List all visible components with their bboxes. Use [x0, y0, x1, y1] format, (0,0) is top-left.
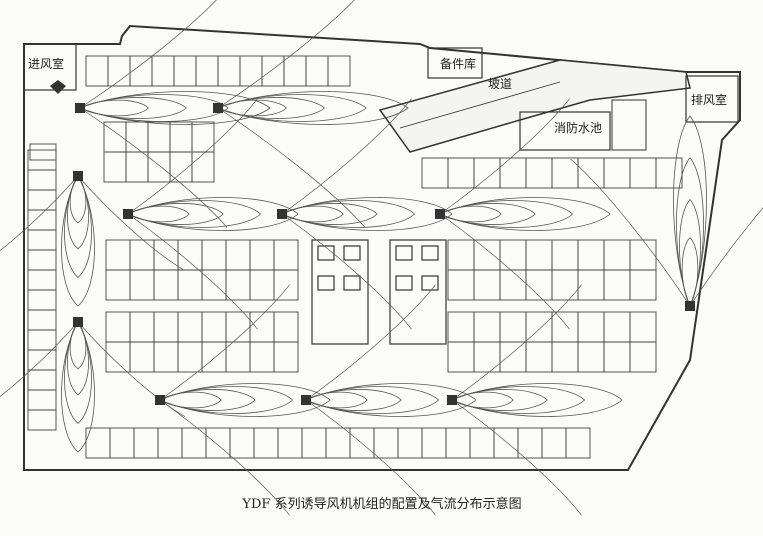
parking-stall — [273, 341, 299, 373]
airflow-plume — [78, 0, 271, 228]
exhaust-room-label: 排风室 — [691, 92, 727, 107]
airflow-plume — [126, 98, 299, 330]
induction-fan — [277, 209, 287, 219]
induction-fan — [213, 103, 223, 113]
ramp-label: 坡道 — [488, 77, 512, 91]
induction-fan — [447, 395, 457, 405]
parking-stall — [191, 151, 215, 183]
induction-fan — [155, 395, 165, 405]
airflow-plumes — [0, 0, 763, 516]
airflow-plume — [0, 321, 185, 453]
induction-fan — [685, 301, 695, 311]
spare-storage-label: 备件库 — [440, 56, 476, 71]
airflow-plume — [304, 284, 477, 516]
airflow-plume — [450, 284, 623, 516]
stair-cores — [311, 239, 447, 345]
parking-stalls — [27, 55, 683, 459]
airflow-plume — [280, 98, 453, 330]
exhaust-room: 排风室 — [685, 75, 739, 123]
airflow-plume — [570, 115, 763, 308]
induction-fan — [435, 209, 445, 219]
parking-stall — [655, 157, 683, 189]
parking-stall — [273, 269, 299, 301]
figure-caption: YDF 系列诱导风机机组的配置及气流分布示意图 — [241, 496, 521, 512]
parking-stall — [327, 55, 351, 87]
induction-fan — [73, 171, 83, 181]
parking-stall — [629, 341, 657, 373]
parking-stall — [27, 409, 57, 431]
intake-room: 进风室 — [23, 43, 77, 94]
ramp: 坡道 — [378, 59, 691, 153]
induction-fans — [73, 103, 695, 405]
induction-fan — [123, 209, 133, 219]
airflow-plume — [158, 284, 331, 516]
parking-stall — [629, 269, 657, 301]
airflow-plume — [438, 98, 611, 330]
intake-room-label: 进风室 — [28, 56, 64, 71]
fire-pool-label: 消防水池 — [554, 120, 602, 135]
parking-stall — [565, 427, 591, 459]
spare-storage-room: 备件库 — [427, 47, 483, 79]
airflow-plume — [0, 175, 185, 307]
airflow-plume — [216, 0, 409, 228]
induction-fan — [73, 317, 83, 327]
induction-fan — [75, 103, 85, 113]
building-outline — [23, 24, 741, 471]
induction-fan — [301, 395, 311, 405]
fire-pool: 消防水池 — [519, 99, 647, 151]
